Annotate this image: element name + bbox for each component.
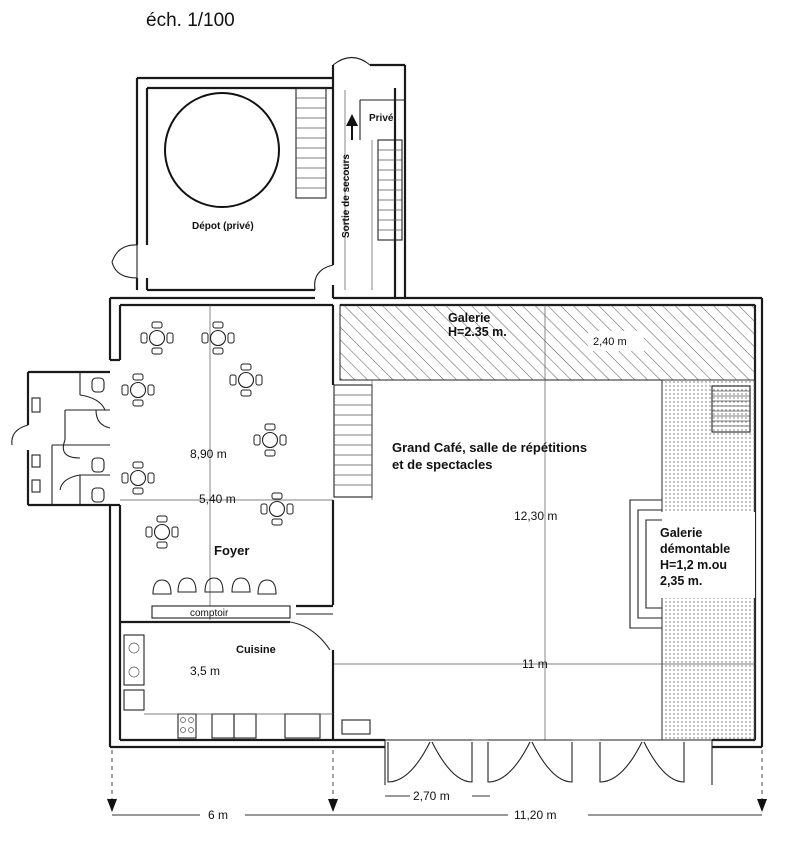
- comptoir: [151, 605, 291, 619]
- dim-arrow-icon: [107, 799, 117, 812]
- exit-arrow-icon: [346, 114, 358, 140]
- scale-label: éch. 1/100: [146, 10, 235, 31]
- room-cuisine: Cuisine: [236, 644, 276, 656]
- stair-prive: [377, 139, 403, 241]
- dim-bottom-right: 11,20 m: [514, 808, 556, 822]
- grand-cafe-label-2: et de spectacles: [392, 457, 492, 472]
- room-depot: Dépot (privé): [192, 221, 254, 232]
- dim-arrow-icon: [328, 799, 338, 812]
- stair-depot: [295, 87, 327, 199]
- galerie-dem-label-2: démontable: [660, 542, 730, 556]
- dim-arrow-icon: [757, 799, 767, 812]
- dim-galerie-depth: 2,40 m: [593, 336, 627, 348]
- dim-foyer-length: 8,90 m: [190, 447, 227, 461]
- dim-cuisine: 3,5 m: [190, 664, 220, 678]
- upper-block: [111, 56, 407, 298]
- room-prive: Privé: [369, 113, 394, 124]
- room-foyer: Foyer: [214, 543, 249, 558]
- room-sortie: Sortie de secours: [341, 154, 352, 238]
- dimension-lines: [107, 750, 767, 816]
- stage-steps: [629, 499, 662, 629]
- stair-galerie-left: [333, 384, 373, 498]
- galerie-dem-label-3: H=1,2 m.ou: [660, 558, 727, 572]
- bar-stools: [152, 577, 277, 595]
- entrance-doors: [385, 739, 712, 783]
- dim-foyer-width: 5,40 m: [199, 492, 236, 506]
- dim-hall-width: 11 m: [522, 657, 548, 671]
- labels: éch. 1/100 Dépot (privé) Privé Sortie de…: [146, 10, 730, 822]
- galerie-zone: [339, 304, 756, 381]
- galerie-dem-label-4: 2,35 m.: [660, 574, 702, 588]
- main-hall: [333, 296, 764, 785]
- stair-galerie-right: [711, 385, 751, 433]
- dim-door-width: 2,70 m: [413, 789, 450, 803]
- round-tank: [164, 92, 280, 208]
- wc-block: [11, 358, 120, 507]
- comptoir-label: comptoir: [190, 608, 229, 619]
- foyer-block: [108, 296, 371, 749]
- grand-cafe-label-1: Grand Café, salle de répétitions: [392, 440, 587, 455]
- cafe-tables: [121, 321, 294, 549]
- dim-bottom-left: 6 m: [208, 808, 228, 822]
- galerie-label-1: Galerie: [448, 311, 490, 325]
- galerie-dem-label-1: Galerie: [660, 526, 702, 540]
- galerie-label-2: H=2.35 m.: [448, 325, 507, 339]
- dim-hall-length: 12,30 m: [514, 509, 557, 523]
